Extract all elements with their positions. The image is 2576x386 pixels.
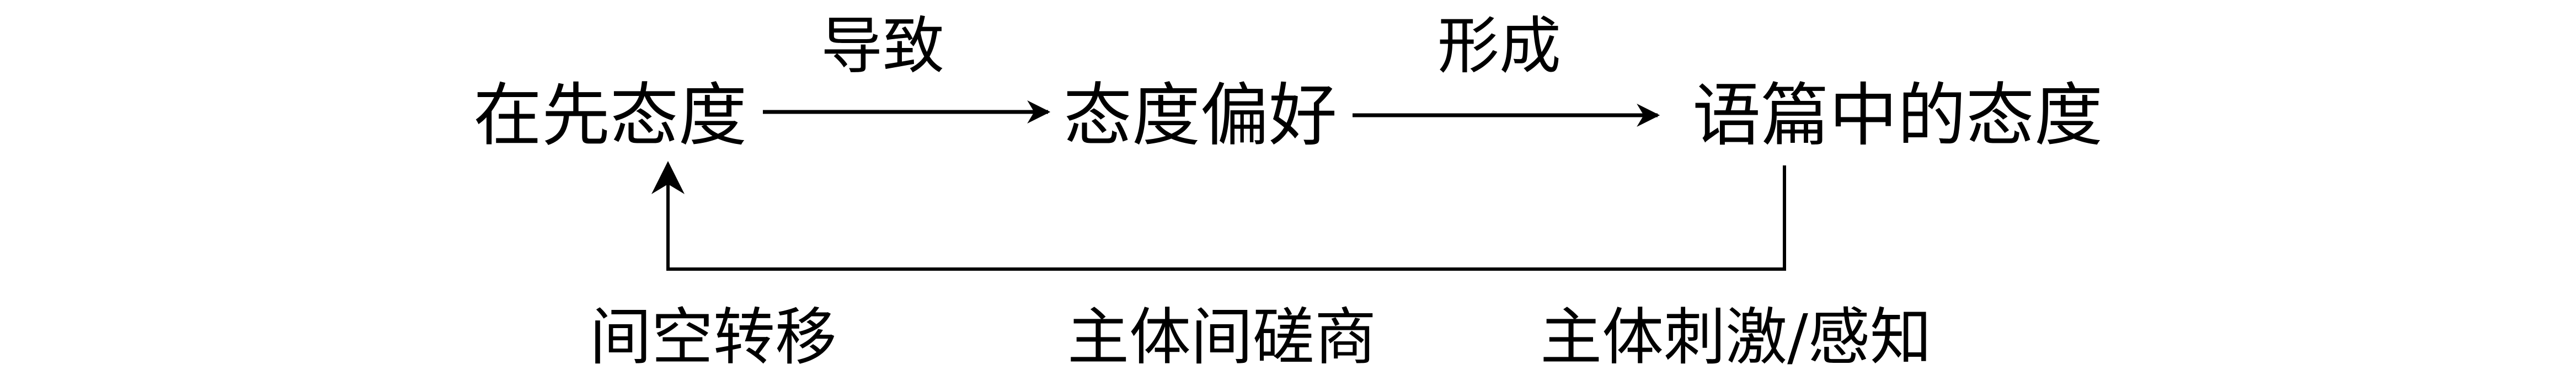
edge-label-forms: 形成 bbox=[1437, 10, 1561, 82]
node-prior-attitude: 在先态度 bbox=[473, 76, 747, 156]
feedback-label-2: 主体间磋商 bbox=[1067, 302, 1376, 373]
edge-label-leads-to: 导致 bbox=[821, 10, 944, 82]
feedback-label-1: 间空转移 bbox=[590, 302, 837, 373]
node-discourse-attitude: 语篇中的态度 bbox=[1692, 76, 2103, 156]
feedback-label-3: 主体刺激/感知 bbox=[1540, 302, 1932, 373]
feedback-loop-line bbox=[666, 165, 1786, 271]
node-attitude-preference: 态度偏好 bbox=[1063, 76, 1337, 156]
